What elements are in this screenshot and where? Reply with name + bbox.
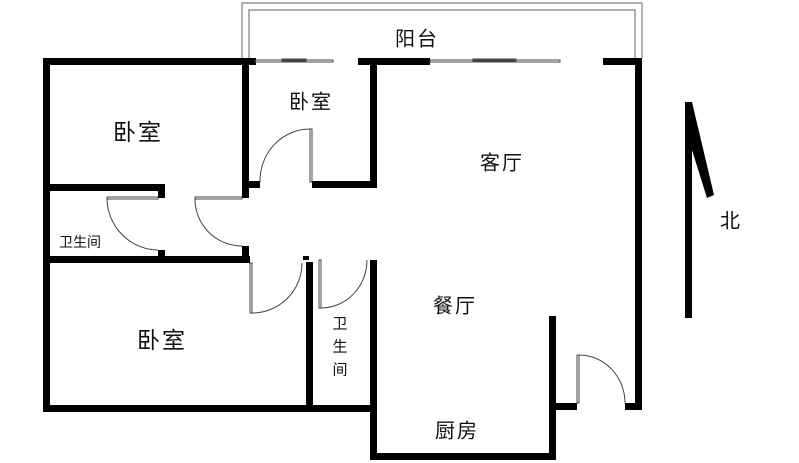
walls xyxy=(43,58,642,460)
door-arc xyxy=(259,128,311,183)
compass-label-north: 北 xyxy=(720,208,742,233)
wall xyxy=(158,250,165,263)
wall xyxy=(43,184,165,191)
wall xyxy=(635,58,642,410)
room-label-living-room: 客厅 xyxy=(480,150,524,175)
wall xyxy=(603,58,642,65)
wall xyxy=(549,316,556,460)
wall xyxy=(242,58,249,198)
sliding-door xyxy=(254,59,334,63)
north-arrow-icon xyxy=(685,102,714,318)
doors xyxy=(106,58,626,404)
wall xyxy=(242,246,249,263)
sliding-door xyxy=(472,58,517,62)
room-label-kitchen: 厨房 xyxy=(435,418,479,443)
wall xyxy=(43,58,256,65)
room-label-balcony: 阳台 xyxy=(395,26,439,51)
wall xyxy=(370,58,377,188)
door-leaf xyxy=(249,262,253,314)
room-label-bathroom: 卫生间 xyxy=(330,315,349,385)
wall xyxy=(43,256,250,263)
door-arc xyxy=(251,262,303,314)
sliding-door xyxy=(281,58,307,62)
door-leaf xyxy=(106,196,159,200)
door-arc xyxy=(194,198,243,247)
room-label-bedroom: 卧室 xyxy=(113,120,163,146)
wall xyxy=(358,58,430,65)
wall xyxy=(306,262,313,407)
room-label-bathroom: 卫生间 xyxy=(59,235,101,251)
room-label-bedroom: 卧室 xyxy=(289,89,333,114)
wall xyxy=(370,260,377,460)
wall xyxy=(312,181,377,188)
wall xyxy=(303,256,309,260)
wall xyxy=(625,403,642,410)
door-leaf xyxy=(576,354,580,404)
wall xyxy=(43,58,50,412)
wall xyxy=(556,403,577,410)
balcony-outline xyxy=(241,2,643,60)
door-arc xyxy=(578,354,626,404)
wall xyxy=(370,453,556,460)
door-arc xyxy=(320,259,368,309)
door-leaf xyxy=(318,259,322,309)
sliding-door xyxy=(429,59,561,63)
door-arc xyxy=(106,198,159,251)
door-leaf xyxy=(194,196,243,200)
room-label-dining-room: 餐厅 xyxy=(433,293,477,318)
wall xyxy=(158,184,165,198)
wall xyxy=(249,181,260,188)
wall xyxy=(43,405,373,412)
room-label-bedroom: 卧室 xyxy=(137,328,187,354)
door-leaf xyxy=(309,128,313,183)
